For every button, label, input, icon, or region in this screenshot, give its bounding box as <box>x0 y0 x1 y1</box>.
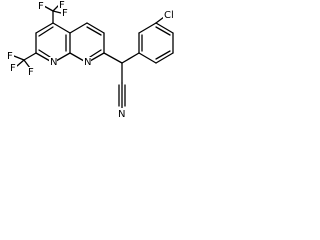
bond <box>52 22 71 34</box>
fluorine-label: F <box>59 0 65 11</box>
fluorine-label: F <box>62 8 68 19</box>
bond <box>35 52 51 62</box>
fluorine-label: F <box>28 67 34 78</box>
bond <box>35 22 54 34</box>
chemical-structure: F F F F F F N N Cl N <box>6 0 177 120</box>
chlorine-label: Cl <box>164 10 174 21</box>
bond <box>69 52 85 62</box>
bond <box>23 52 37 61</box>
bond <box>155 26 171 36</box>
bond <box>43 5 54 12</box>
atom-labels: F F F F F F N N Cl N <box>6 0 177 120</box>
bond <box>155 52 174 64</box>
bond <box>138 22 157 34</box>
bond <box>55 52 71 62</box>
bond <box>103 52 123 64</box>
fluorine-label: F <box>10 63 16 74</box>
bonds <box>13 4 174 109</box>
bond <box>89 49 102 58</box>
bond <box>23 59 31 69</box>
bond <box>13 55 25 61</box>
nitrile-nitrogen-label: N <box>118 109 125 120</box>
ring-nitrogen-label: N <box>50 57 57 68</box>
bond <box>155 16 165 24</box>
bond <box>86 26 102 36</box>
bond <box>38 49 51 58</box>
bond <box>138 52 157 64</box>
bond <box>155 50 171 60</box>
bond <box>155 22 174 34</box>
bond <box>69 22 88 34</box>
fluorine-label: F <box>38 1 44 12</box>
ring-nitrogen-label: N <box>84 57 91 68</box>
bond <box>38 26 54 37</box>
bond <box>89 52 105 62</box>
bond <box>16 59 25 67</box>
bond <box>121 52 140 64</box>
fluorine-label: F <box>7 51 13 62</box>
bond <box>86 22 105 34</box>
bond <box>52 10 62 14</box>
